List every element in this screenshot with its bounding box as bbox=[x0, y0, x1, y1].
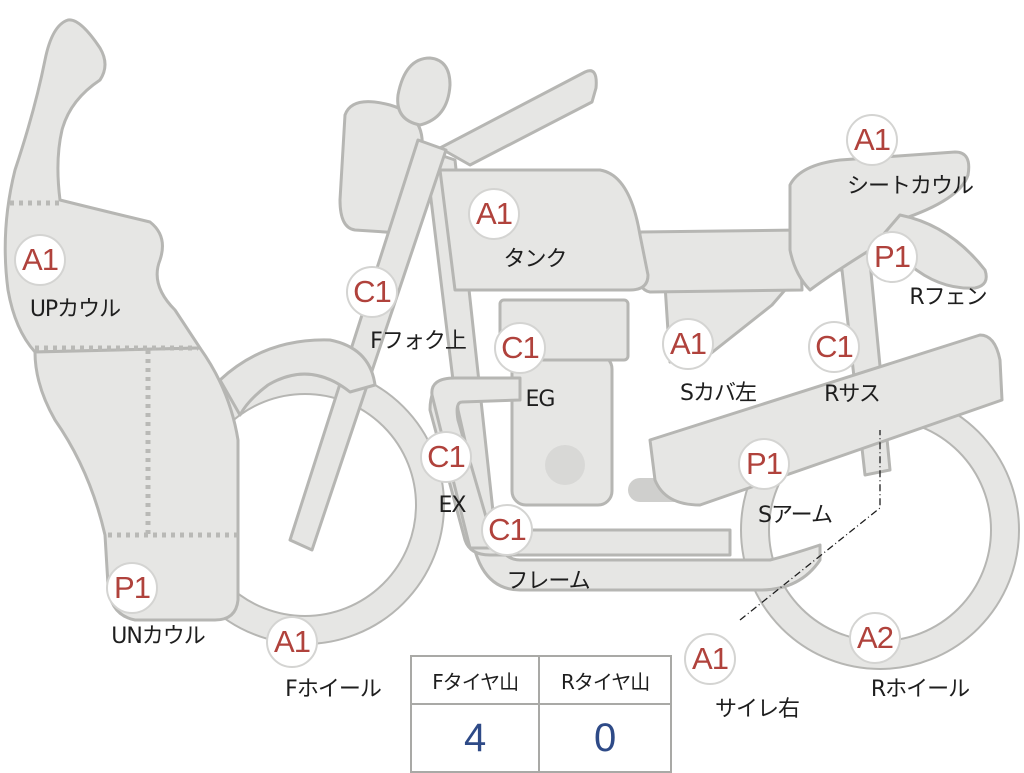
r-wheel-label: Rホイール bbox=[870, 677, 970, 702]
s-cover-grade: A1 bbox=[662, 318, 714, 370]
r-sus-grade: C1 bbox=[808, 321, 860, 373]
front-tire-header: Fタイヤ山 bbox=[409, 655, 541, 705]
tank-label: タンク bbox=[503, 247, 567, 272]
f-fork-top-label: Fフォク上 bbox=[370, 329, 467, 354]
r-wheel-grade: A2 bbox=[849, 612, 901, 664]
up-cowl-label: UPカウル bbox=[29, 297, 121, 322]
f-fork-top-grade: C1 bbox=[346, 266, 398, 318]
handlebar-shape bbox=[438, 69, 598, 167]
frame-label: フレーム bbox=[506, 569, 590, 594]
un-cowl-label: UNカウル bbox=[111, 624, 206, 649]
tire-tread-table: Fタイヤ山 Rタイヤ山 4 0 bbox=[409, 655, 672, 773]
ex-grade: C1 bbox=[420, 431, 472, 483]
exhaust-shape bbox=[430, 376, 522, 550]
f-wheel-label: Fホイール bbox=[285, 677, 382, 702]
silencer-grade: A1 bbox=[684, 633, 736, 685]
silencer-leader-line bbox=[739, 430, 881, 621]
seat-cowl-shape bbox=[788, 150, 971, 292]
s-cover-label: Sカバ左 bbox=[680, 381, 757, 406]
r-fender-label: Rフェン bbox=[909, 285, 987, 310]
r-fender-grade: P1 bbox=[866, 231, 918, 283]
seat-cowl-label: シートカウル bbox=[846, 174, 974, 199]
up-cowl-grade: A1 bbox=[14, 234, 66, 286]
eg-grade: C1 bbox=[494, 322, 546, 374]
frame-grade: C1 bbox=[481, 504, 533, 556]
r-sus-label: Rサス bbox=[824, 382, 881, 407]
front-fender-shape bbox=[218, 338, 377, 417]
s-arm-label: Sアーム bbox=[758, 503, 833, 528]
front-tire-value: 4 bbox=[409, 703, 541, 773]
un-cowl-grade: P1 bbox=[106, 562, 158, 614]
front-fork-shape bbox=[288, 138, 448, 552]
tire-table-value-row: 4 0 bbox=[409, 703, 672, 773]
mirror-shape bbox=[396, 56, 452, 127]
silencer-label: サイレ右 bbox=[714, 697, 800, 722]
rear-tire-header: Rタイヤ山 bbox=[538, 655, 672, 705]
tire-table-header-row: Fタイヤ山 Rタイヤ山 bbox=[409, 655, 672, 705]
cowl-seam-lines bbox=[10, 200, 238, 538]
eg-label: EG bbox=[525, 387, 556, 412]
ex-label: EX bbox=[438, 493, 467, 518]
engine-cover-shape bbox=[545, 445, 585, 485]
seat-shape bbox=[636, 228, 804, 294]
f-wheel-grade: A1 bbox=[266, 616, 318, 668]
frame-shape bbox=[423, 148, 822, 592]
seat-cowl-grade: A1 bbox=[846, 114, 898, 166]
s-arm-grade: P1 bbox=[738, 438, 790, 490]
tank-grade: A1 bbox=[468, 188, 520, 240]
rear-tire-value: 0 bbox=[538, 703, 672, 773]
